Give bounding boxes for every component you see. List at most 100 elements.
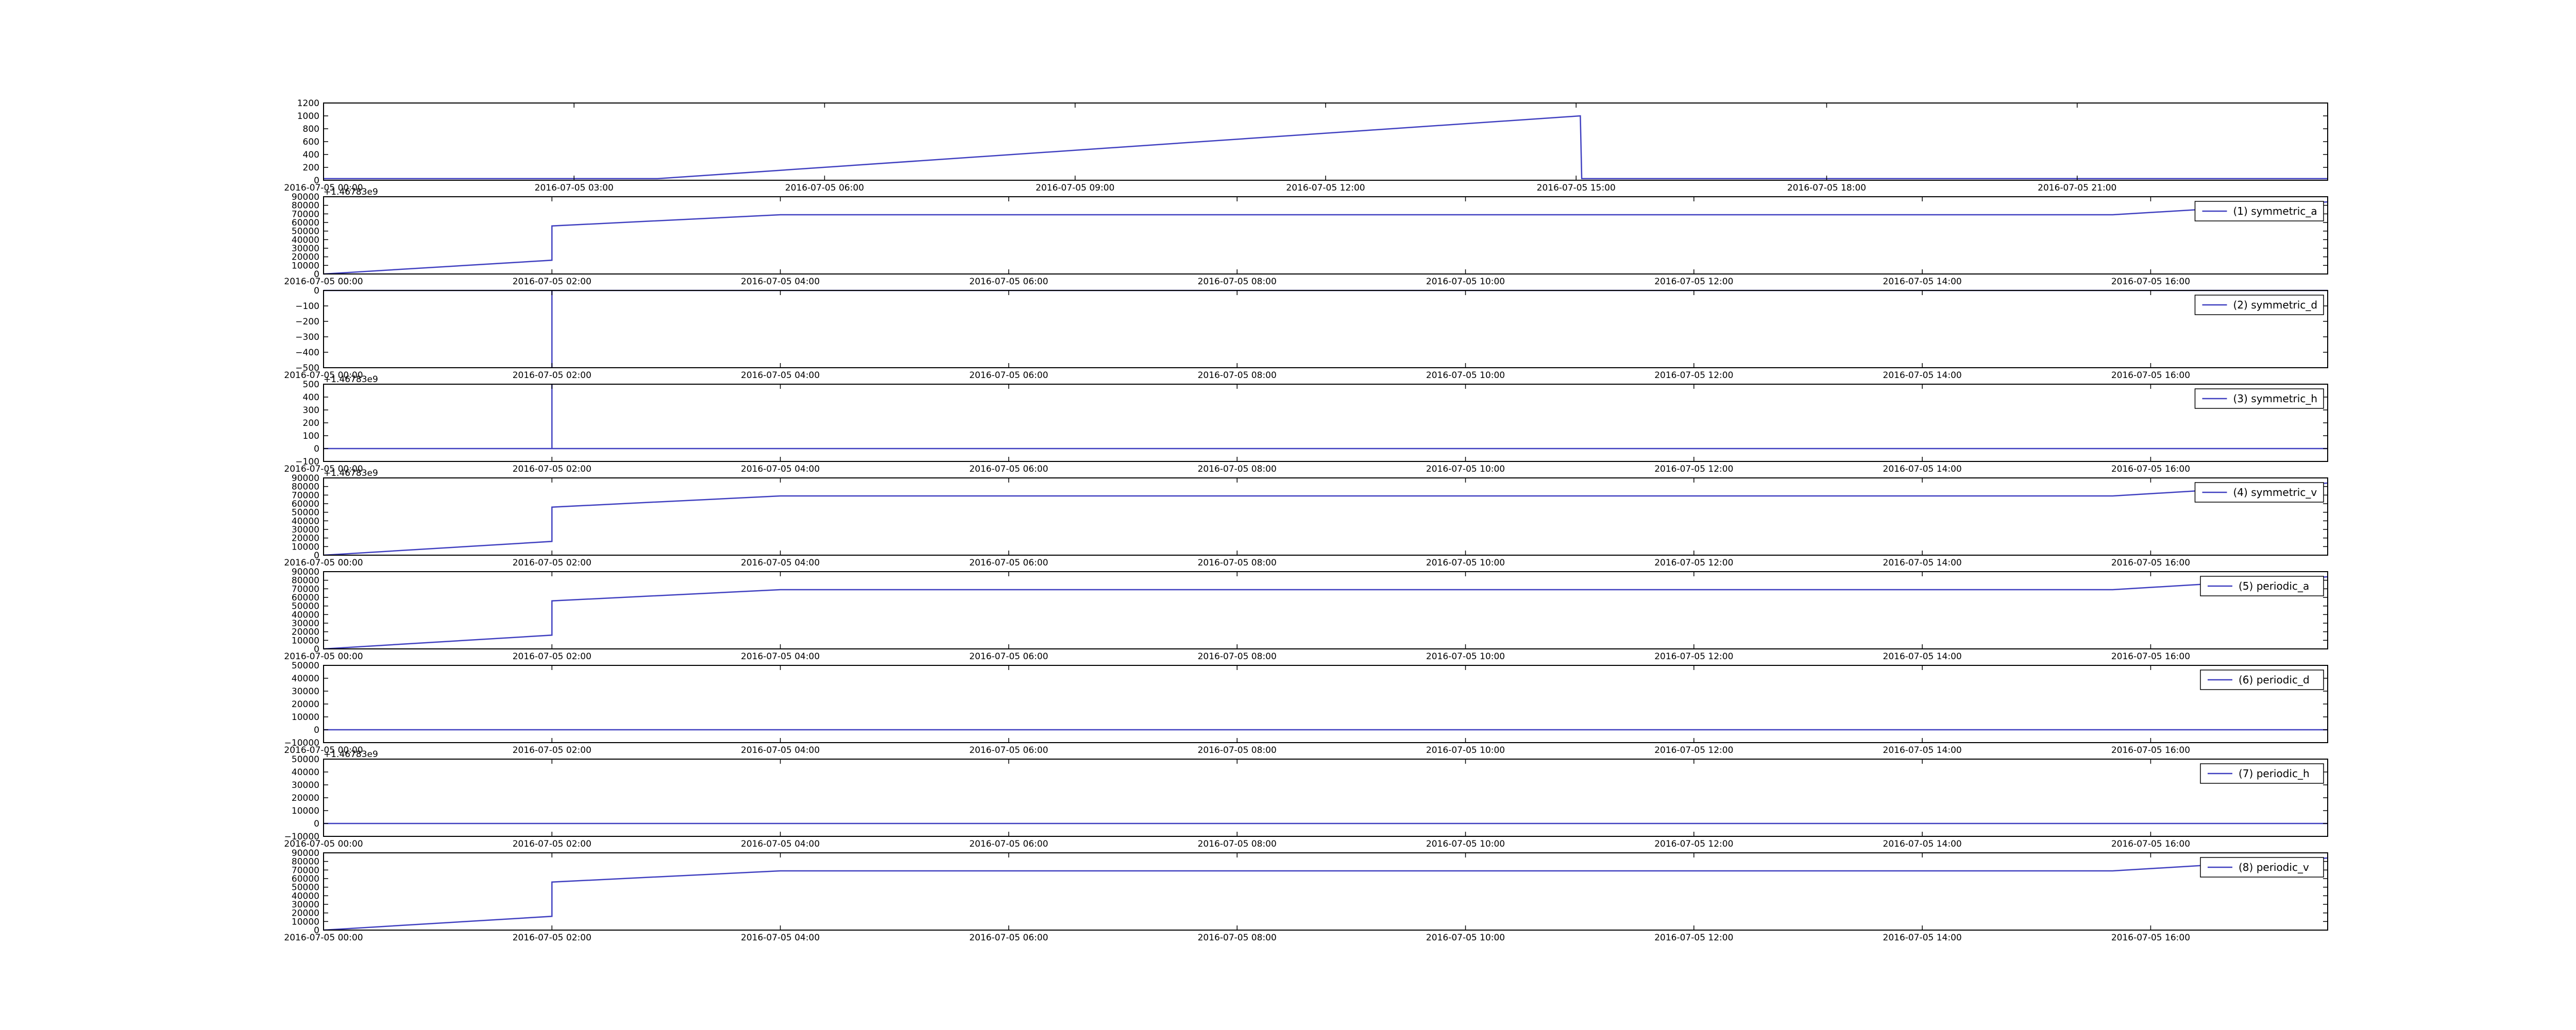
y-tick-label: 70000 [292, 209, 319, 219]
y-tick-label: 0 [314, 551, 319, 561]
legend-label: (2) symmetric_d [2233, 299, 2318, 311]
series-line [323, 482, 2328, 556]
x-tick-label: 2016-07-05 14:00 [1883, 277, 1962, 287]
x-tick-label: 2016-07-05 15:00 [1537, 183, 1616, 193]
subplot-2: 0100002000030000400005000060000700008000… [284, 187, 2328, 287]
y-tick-label: 30000 [292, 525, 319, 535]
y-tick-label: 0 [314, 819, 319, 829]
legend-label: (5) periodic_a [2239, 580, 2309, 592]
x-tick-label: 2016-07-05 12:00 [1654, 464, 1733, 474]
axis-offset-text: +1.46783e9 [324, 374, 378, 385]
y-tick-label: 10000 [292, 261, 319, 271]
y-tick-label: 90000 [292, 192, 319, 202]
x-tick-label: 2016-07-05 10:00 [1426, 370, 1505, 381]
x-tick-label: 2016-07-05 04:00 [741, 277, 820, 287]
y-tick-label: 200 [303, 418, 319, 428]
x-tick-label: 2016-07-05 06:00 [969, 464, 1048, 474]
y-tick-label: 40000 [292, 674, 319, 684]
y-tick-label: 60000 [292, 593, 319, 603]
axis-offset-text: +1.46783e9 [324, 749, 378, 760]
x-tick-label: 2016-07-05 06:00 [969, 745, 1048, 756]
y-tick-label: 40000 [292, 235, 319, 245]
x-tick-label: 2016-07-05 06:00 [969, 839, 1048, 849]
subplot-9: 0100002000030000400005000060000700008000… [284, 848, 2328, 943]
x-tick-label: 2016-07-05 02:00 [513, 277, 591, 287]
x-tick-label: 2016-07-05 06:00 [969, 558, 1048, 568]
y-tick-label: 70000 [292, 490, 319, 501]
x-tick-label: 2016-07-05 16:00 [2111, 745, 2190, 756]
y-tick-label: 30000 [292, 780, 319, 791]
y-tick-label: 0 [314, 176, 319, 186]
legend: (3) symmetric_h [2194, 388, 2324, 409]
y-tick-label: 50000 [292, 661, 319, 671]
x-tick-label: 2016-07-05 14:00 [1883, 933, 1962, 943]
x-tick-label: 2016-07-05 08:00 [1198, 651, 1277, 662]
x-tick-label: 2016-07-05 12:00 [1654, 370, 1733, 381]
x-tick-label: 2016-07-05 00:00 [284, 464, 363, 474]
x-tick-label: 2016-07-05 14:00 [1883, 745, 1962, 756]
legend: (5) periodic_a [2200, 576, 2324, 596]
x-tick-label: 2016-07-05 08:00 [1198, 370, 1277, 381]
x-tick-label: 2016-07-05 02:00 [513, 651, 591, 662]
x-tick-label: 2016-07-05 08:00 [1198, 839, 1277, 849]
y-tick-label: 800 [303, 124, 319, 134]
y-tick-label: 0 [314, 444, 319, 454]
x-tick-label: 2016-07-05 10:00 [1426, 745, 1505, 756]
y-tick-label: −10000 [284, 832, 319, 842]
series-line [324, 384, 2328, 450]
y-tick-label: 0 [314, 644, 319, 655]
legend: (4) symmetric_v [2194, 482, 2324, 503]
x-tick-label: 2016-07-05 16:00 [2111, 370, 2190, 381]
y-tick-label: 20000 [292, 908, 319, 919]
y-tick-label: 60000 [292, 218, 319, 228]
y-tick-label: 10000 [292, 542, 319, 552]
y-tick-label: 10000 [292, 712, 319, 723]
x-tick-label: 2016-07-05 10:00 [1426, 558, 1505, 568]
y-tick-label: 50000 [292, 754, 319, 765]
x-tick-label: 2016-07-05 02:00 [513, 839, 591, 849]
y-tick-label: 80000 [292, 482, 319, 492]
axes-frame [323, 384, 2328, 462]
x-tick-label: 2016-07-05 10:00 [1426, 464, 1505, 474]
x-tick-label: 2016-07-05 21:00 [2038, 183, 2116, 193]
y-tick-label: 50000 [292, 508, 319, 518]
y-tick-label: 10000 [292, 636, 319, 646]
subplot-5: 0100002000030000400005000060000700008000… [284, 468, 2328, 568]
y-tick-label: 400 [303, 150, 319, 160]
axes-frame [323, 852, 2328, 931]
x-tick-label: 2016-07-05 00:00 [284, 651, 363, 662]
x-tick-label: 2016-07-05 09:00 [1036, 183, 1114, 193]
x-tick-label: 2016-07-05 08:00 [1198, 933, 1277, 943]
axes-frame [323, 571, 2328, 649]
x-tick-label: 2016-07-05 04:00 [741, 370, 820, 381]
y-tick-label: 30000 [292, 619, 319, 629]
y-tick-label: −200 [295, 317, 319, 327]
x-tick-label: 2016-07-05 02:00 [513, 933, 591, 943]
y-tick-label: 40000 [292, 891, 319, 901]
x-tick-label: 2016-07-05 00:00 [284, 558, 363, 568]
y-tick-label: 1200 [297, 98, 319, 109]
y-tick-label: 40000 [292, 516, 319, 526]
legend: (1) symmetric_a [2194, 201, 2324, 221]
axes-frame [323, 196, 2328, 274]
x-tick-label: 2016-07-05 10:00 [1426, 651, 1505, 662]
y-tick-label: 20000 [292, 627, 319, 638]
legend-label: (7) periodic_h [2239, 767, 2310, 780]
series-line [324, 115, 2328, 180]
x-tick-label: 2016-07-05 08:00 [1198, 745, 1277, 756]
x-tick-label: 2016-07-05 06:00 [969, 277, 1048, 287]
x-tick-label: 2016-07-05 14:00 [1883, 839, 1962, 849]
y-tick-label: 90000 [292, 473, 319, 484]
x-tick-label: 2016-07-05 06:00 [969, 933, 1048, 943]
x-tick-label: 2016-07-05 12:00 [1654, 745, 1733, 756]
y-tick-label: 600 [303, 137, 319, 147]
axes-frame [323, 665, 2328, 743]
x-tick-label: 2016-07-05 18:00 [1787, 183, 1866, 193]
x-tick-label: 2016-07-05 03:00 [535, 183, 614, 193]
x-tick-label: 2016-07-05 16:00 [2111, 464, 2190, 474]
y-tick-label: 80000 [292, 576, 319, 586]
x-tick-label: 2016-07-05 08:00 [1198, 464, 1277, 474]
y-tick-label: 20000 [292, 793, 319, 803]
